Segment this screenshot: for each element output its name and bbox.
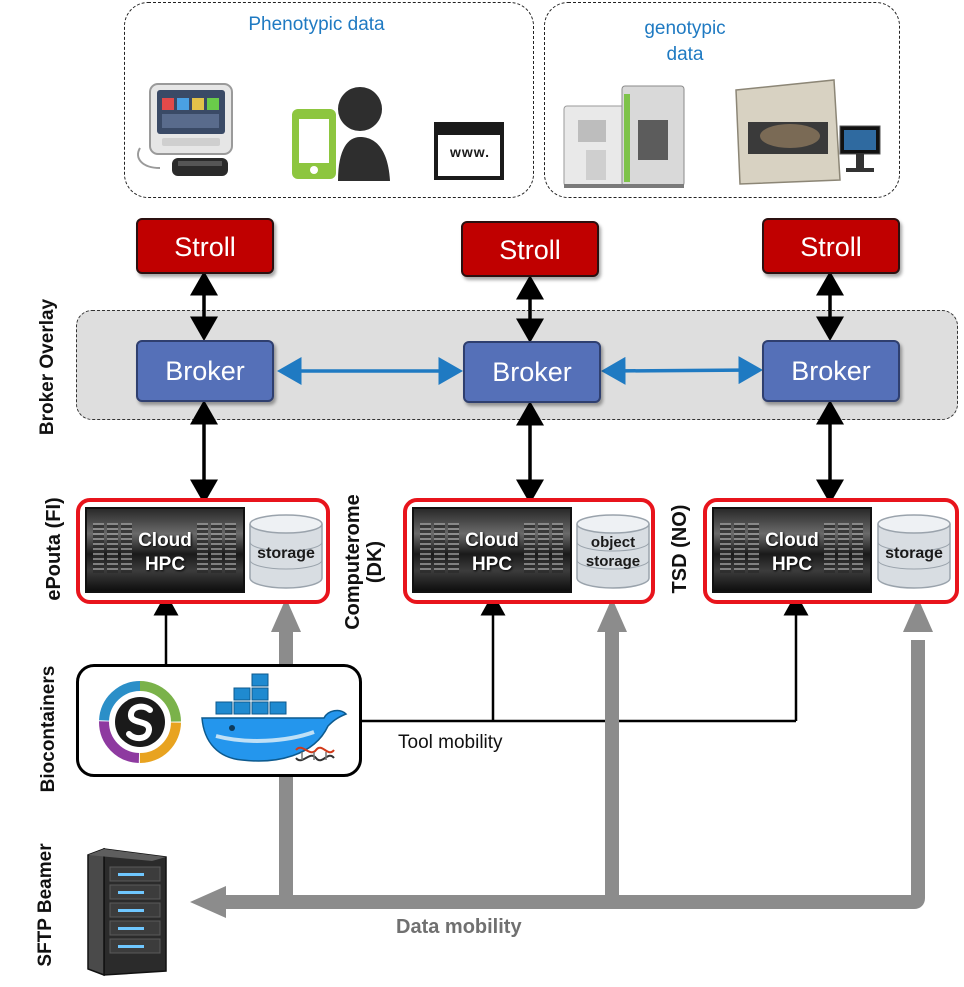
storage-line1: storage <box>257 545 315 562</box>
data-mobility-main-path <box>222 640 925 909</box>
site-name-line1: Computerome <box>342 494 364 630</box>
storage-label-3: storage <box>876 544 952 563</box>
compute-line1: Cloud <box>138 530 192 551</box>
compute-line1: Cloud <box>765 530 819 551</box>
cloud-hpc-label-1: Cloud HPC <box>87 529 243 577</box>
storage-label-2: object storage <box>575 533 651 571</box>
mobile-user-icon <box>292 87 390 181</box>
storage-cylinder-icon-3 <box>877 514 951 589</box>
server-tower-icon <box>87 847 167 977</box>
genotypic-data-group <box>544 2 900 198</box>
storage-line1: storage <box>885 545 943 562</box>
cloud-hpc-label-2: Cloud HPC <box>414 529 570 577</box>
tool-mobility-caption: Tool mobility <box>398 732 503 753</box>
genotypic-title-line2: data <box>666 44 704 65</box>
row-label-biocontainers: Biocontainers <box>38 665 59 793</box>
phenotypic-data-title: Phenotypic data <box>248 14 385 35</box>
data-mobility-head-1 <box>271 598 301 632</box>
stroll-box-1[interactable]: Stroll <box>136 218 274 274</box>
genotypic-data-title: genotypic data <box>620 16 750 68</box>
compute-line2: HPC <box>471 554 513 575</box>
broker-box-2[interactable]: Broker <box>463 341 601 403</box>
data-mobility-head-3 <box>903 598 933 632</box>
stroll-box-2[interactable]: Stroll <box>461 221 599 277</box>
health-monitor-device-icon <box>137 83 233 176</box>
site-label-tsd: TSD (NO) <box>669 504 691 594</box>
row-label-broker-overlay: Broker Overlay <box>37 298 58 436</box>
compute-line2: HPC <box>771 554 813 575</box>
site-label-computerome: Computerome (DK) <box>342 472 390 652</box>
web-browser-label: www. <box>449 144 491 160</box>
compute-line2: HPC <box>144 554 186 575</box>
storage-label-1: storage <box>248 544 324 563</box>
stroll-box-3[interactable]: Stroll <box>762 218 900 274</box>
data-mobility-head-2 <box>597 598 627 632</box>
docker-whale-icon <box>201 673 348 762</box>
broker-box-1[interactable]: Broker <box>136 340 274 402</box>
singularity-logo-icon <box>99 681 181 763</box>
sequencer-instrument-icon <box>563 85 685 188</box>
storage-line1: object <box>590 534 636 551</box>
site-name-line2: (DK) <box>364 540 386 584</box>
broker-box-3[interactable]: Broker <box>762 340 900 402</box>
storage-line2: storage <box>585 553 641 570</box>
genotypic-title-line1: genotypic <box>644 18 726 39</box>
data-mobility-caption: Data mobility <box>396 916 522 938</box>
cloud-hpc-panel-3: Cloud HPC <box>712 507 872 593</box>
object-storage-cylinder-icon <box>576 514 650 589</box>
site-label-epouta: ePouta (FI) <box>43 497 65 601</box>
cloud-hpc-panel-1: Cloud HPC <box>85 507 245 593</box>
broker-broker-arrow-2 <box>601 356 763 385</box>
storage-cylinder-icon-1 <box>249 514 323 589</box>
phenotypic-data-group <box>124 2 534 198</box>
compute-line1: Cloud <box>465 530 519 551</box>
row-label-sftp-beamer: SFTP Beamer <box>35 843 56 967</box>
cloud-hpc-label-3: Cloud HPC <box>714 529 870 577</box>
dna-sequencer-machine-icon <box>735 79 881 185</box>
web-browser-icon <box>434 122 504 180</box>
data-mobility-head-left <box>190 886 226 918</box>
cloud-hpc-panel-2: Cloud HPC <box>412 507 572 593</box>
